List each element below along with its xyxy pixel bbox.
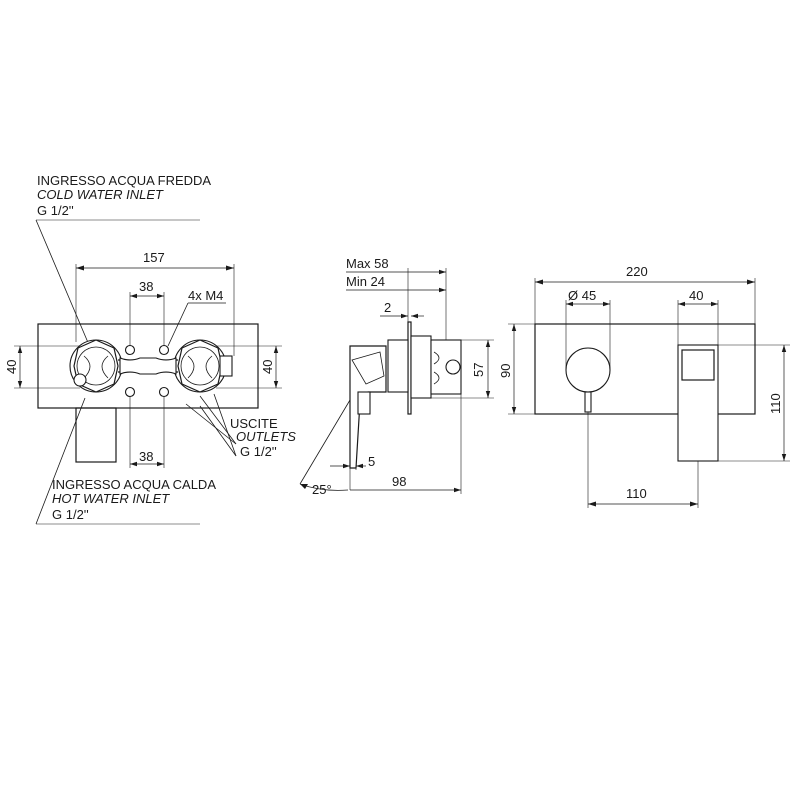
dim-90: 90 xyxy=(498,364,513,378)
dim-25-deg: 25° xyxy=(312,482,332,497)
dim-110-height: 110 xyxy=(768,393,783,414)
dim-max-58: Max 58 xyxy=(346,256,389,271)
dim-40-left: 40 xyxy=(4,360,19,374)
outlets-label-it: USCITE xyxy=(230,416,278,431)
outlets-thread: G 1/2'' xyxy=(240,444,277,459)
hot-inlet-thread: G 1/2'' xyxy=(52,507,89,522)
outlets-note: USCITE OUTLETS G 1/2'' xyxy=(185,393,296,459)
hot-inlet-label-en: HOT WATER INLET xyxy=(52,491,170,506)
knob xyxy=(565,347,611,393)
spout xyxy=(677,344,719,462)
dim-5: 5 xyxy=(368,454,375,469)
left-union xyxy=(69,339,123,393)
dim-dia-45: Ø 45 xyxy=(568,288,596,303)
dim-38-top: 38 xyxy=(139,279,153,294)
mounting-screws xyxy=(124,344,170,398)
dim-40-right: 40 xyxy=(260,360,275,374)
front-plate xyxy=(37,323,259,409)
plate-view: 220 Ø 45 40 90 110 110 xyxy=(498,264,790,508)
cold-inlet-label-it: INGRESSO ACQUA FREDDA xyxy=(37,173,211,188)
dim-220: 220 xyxy=(626,264,648,279)
cold-inlet-thread: G 1/2'' xyxy=(37,203,74,218)
outlets-label-en: OUTLETS xyxy=(236,429,296,444)
dim-157: 157 xyxy=(143,250,165,265)
dim-110-spacing: 110 xyxy=(626,486,647,501)
right-union xyxy=(173,339,233,393)
dim-2: 2 xyxy=(384,300,391,315)
hot-inlet-label-it: INGRESSO ACQUA CALDA xyxy=(52,477,216,492)
side-view: Max 58 Min 24 2 57 5 25° xyxy=(299,256,494,497)
front-sleeve xyxy=(75,407,117,463)
cold-inlet-note: INGRESSO ACQUA FREDDA COLD WATER INLET G… xyxy=(35,173,211,353)
dim-98: 98 xyxy=(392,474,406,489)
dim-57: 57 xyxy=(471,363,486,377)
screws-note: 4x M4 xyxy=(167,288,226,347)
hot-inlet-note: INGRESSO ACQUA CALDA HOT WATER INLET G 1… xyxy=(35,397,216,525)
cold-inlet-label-en: COLD WATER INLET xyxy=(37,187,164,202)
dim-38-bottom: 38 xyxy=(139,449,153,464)
screws-label: 4x M4 xyxy=(188,288,223,303)
dim-min-24: Min 24 xyxy=(346,274,385,289)
dim-40-spout: 40 xyxy=(689,288,703,303)
cover-plate xyxy=(534,323,756,415)
front-view: 157 38 38 40 40 xyxy=(4,250,282,468)
